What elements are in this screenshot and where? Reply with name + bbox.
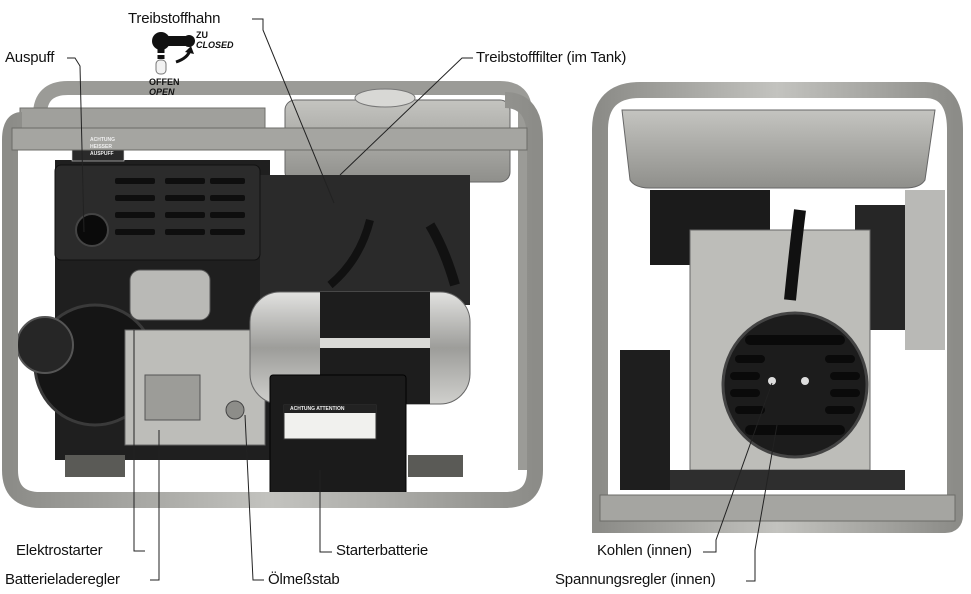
right-generator: [592, 82, 963, 533]
label-spannungsregler: Spannungsregler (innen): [555, 571, 716, 588]
charge-regulator: [144, 374, 201, 421]
label-starterbatterie: Starterbatterie: [336, 542, 429, 559]
frame-front: [2, 92, 543, 508]
tank-cap: [354, 88, 416, 108]
electric-starter: [129, 269, 211, 321]
label-batterieladeregler: Batterieladeregler: [5, 571, 120, 588]
label-auspuff: Auspuff: [5, 49, 55, 66]
label-elektrostarter: Elektrostarter: [16, 542, 103, 559]
oil-dipstick: [225, 400, 245, 420]
battery-side: [620, 350, 670, 490]
left-generator: [2, 81, 543, 508]
exhaust-outlet: [75, 213, 109, 247]
valve-zu: ZU: [196, 30, 208, 40]
warning-line2: HEISSER: [90, 144, 112, 150]
fan-cover: [721, 311, 869, 459]
valve-closed: CLOSED: [196, 40, 234, 50]
label-oelmessstab: Ölmeßstab: [268, 571, 340, 588]
valve-offen: OFFEN: [149, 77, 180, 87]
valve-icon: [152, 32, 195, 75]
leader-lines: [67, 18, 778, 582]
valve-open: OPEN: [149, 87, 175, 97]
fuel-tank-side: [621, 109, 936, 189]
label-kohlen: Kohlen (innen): [597, 542, 692, 559]
label-treibstofffilter: Treibstofffilter (im Tank): [476, 49, 627, 66]
battery-label-text: ACHTUNG ATTENTION: [290, 406, 345, 412]
warning-line1: ACHTUNG: [90, 137, 115, 143]
label-treibstoffhahn: Treibstoffhahn: [128, 10, 221, 27]
frame-side: [592, 82, 963, 533]
warning-line3: AUSPUFF: [90, 151, 114, 157]
